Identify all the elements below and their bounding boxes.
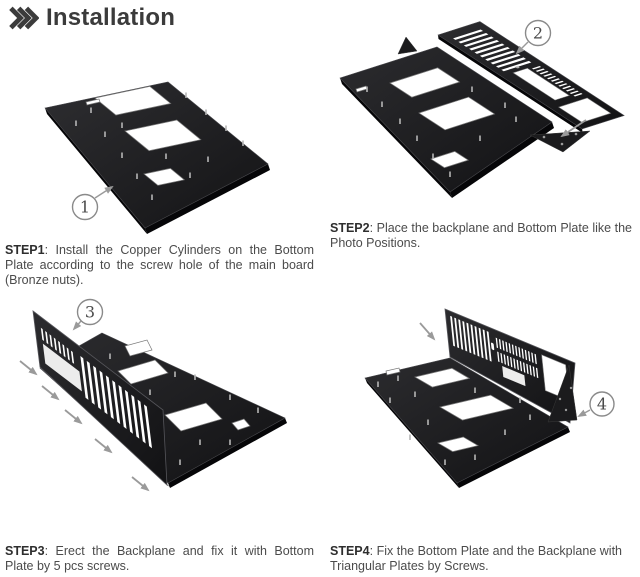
triple-chevron-icon bbox=[9, 6, 39, 30]
copper-cylinders bbox=[75, 92, 244, 200]
callout-2-number: 2 bbox=[533, 24, 543, 43]
figure-step3-erected-backplane: 3 bbox=[19, 298, 287, 492]
header: Installation bbox=[8, 4, 175, 32]
figure-step4-assembled: 4 bbox=[364, 308, 615, 488]
backplane-flat bbox=[437, 21, 625, 133]
step1-caption: STEP1: Install the Copper Cylinders on t… bbox=[5, 243, 314, 289]
triangular-plate-right bbox=[547, 364, 578, 423]
step3-caption: STEP3: Erect the Backplane and fix it wi… bbox=[5, 544, 314, 574]
callout-4-number: 4 bbox=[597, 395, 607, 414]
step4-caption: STEP4: Fix the Bottom Plate and the Back… bbox=[330, 544, 622, 574]
backplane-erected bbox=[32, 310, 170, 487]
step2-text: : Place the backplane and Bottom Plate l… bbox=[330, 221, 632, 251]
step4-label: STEP4 bbox=[330, 544, 370, 558]
step2-label: STEP2 bbox=[330, 221, 370, 235]
bottom-plate bbox=[364, 357, 570, 488]
callout-3: 3 bbox=[72, 298, 104, 331]
bottom-plate bbox=[44, 81, 270, 234]
screw-arrow bbox=[560, 119, 587, 138]
copper-cylinders bbox=[377, 375, 531, 465]
step1-text: : Install the Copper Cylinders on the Bo… bbox=[5, 243, 314, 288]
figure-step1-bottom-plate: 1 bbox=[44, 81, 270, 234]
callout-1: 1 bbox=[71, 185, 114, 221]
step2-caption: STEP2: Place the backplane and Bottom Pl… bbox=[330, 221, 632, 251]
bottom-plate bbox=[339, 46, 554, 198]
page-title: Installation bbox=[46, 4, 176, 31]
step3-text: : Erect the Backplane and fix it with Bo… bbox=[5, 544, 314, 574]
step4-text: : Fix the Bottom Plate and the Backplane… bbox=[330, 544, 622, 574]
callout-3-number: 3 bbox=[85, 303, 95, 322]
callout-4: 4 bbox=[577, 391, 615, 417]
triangular-plate-top bbox=[397, 36, 418, 55]
callout-2: 2 bbox=[515, 19, 552, 55]
screw-arrows bbox=[19, 360, 150, 492]
step1-label: STEP1 bbox=[5, 243, 45, 257]
triangular-plate-bottom bbox=[529, 130, 591, 153]
callout-1-number: 1 bbox=[80, 198, 90, 217]
backplane-erected bbox=[444, 308, 576, 424]
figure-step2-layout: 2 bbox=[339, 19, 625, 198]
step3-label: STEP3 bbox=[5, 544, 45, 558]
screw-arrow bbox=[419, 322, 436, 341]
copper-cylinders bbox=[366, 86, 517, 177]
